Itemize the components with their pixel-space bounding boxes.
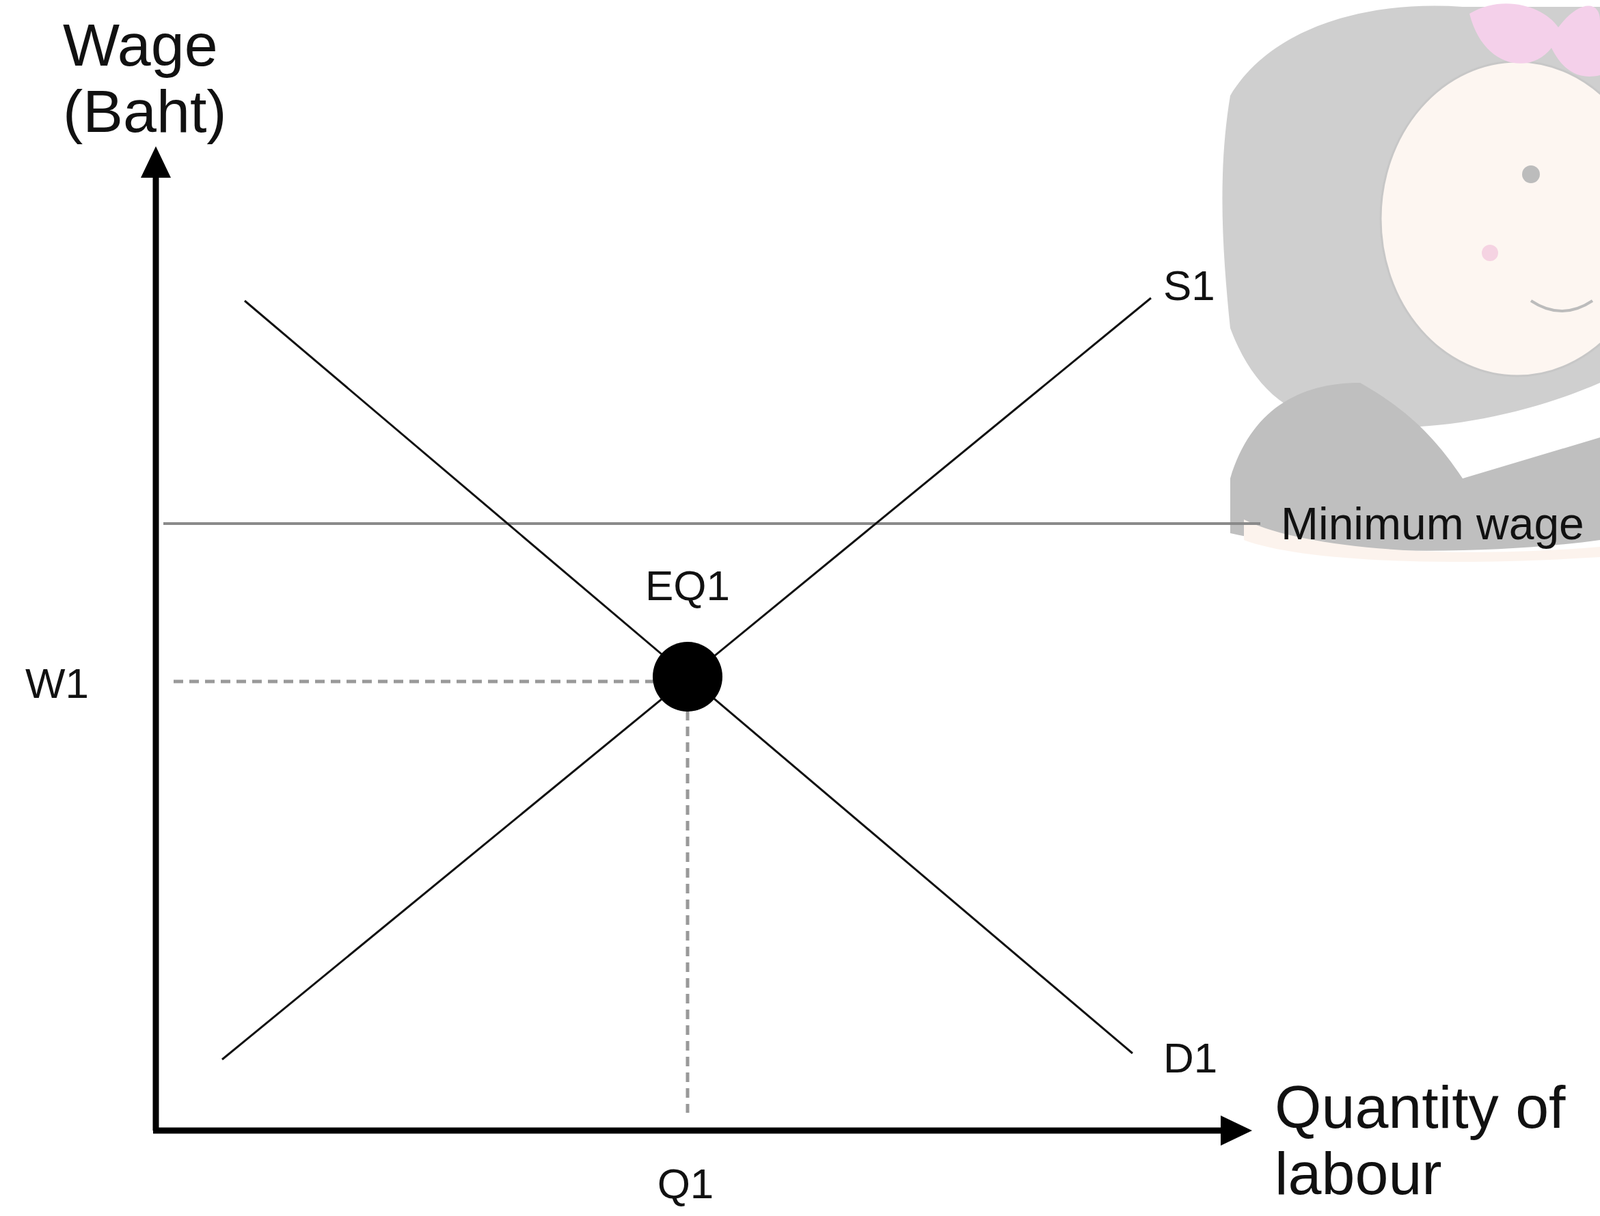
y-axis-arrowhead: [140, 146, 171, 178]
shirt: [1230, 382, 1600, 551]
wage-dash-line: [173, 680, 657, 684]
x-axis: [153, 1127, 1227, 1134]
x-axis-arrowhead: [1220, 1115, 1253, 1146]
cheek: [1481, 244, 1499, 262]
axis-title: Wage (Baht): [62, 12, 268, 145]
curve-label: D1: [1163, 1034, 1218, 1082]
equilibrium-dot: [652, 641, 723, 712]
eye: [1522, 165, 1540, 184]
minimum-wage-line: [163, 522, 1261, 525]
y-axis: [153, 170, 160, 1131]
mouth: [1530, 300, 1593, 311]
supply-curve: [222, 297, 1151, 1060]
axis-value: W1: [25, 660, 89, 707]
point-label: EQ1: [645, 562, 730, 609]
quantity-dash-line: [686, 710, 690, 1113]
curve-label: S1: [1163, 262, 1216, 309]
axis-title: Quantity of labour: [1274, 1074, 1596, 1208]
line-label: Minimum wage: [1280, 498, 1585, 549]
demand-curve: [244, 300, 1133, 1054]
face: [1380, 61, 1600, 376]
bow: [1469, 3, 1600, 77]
axis-value: Q1: [657, 1160, 715, 1208]
cartoon-girl: [1222, 3, 1600, 562]
